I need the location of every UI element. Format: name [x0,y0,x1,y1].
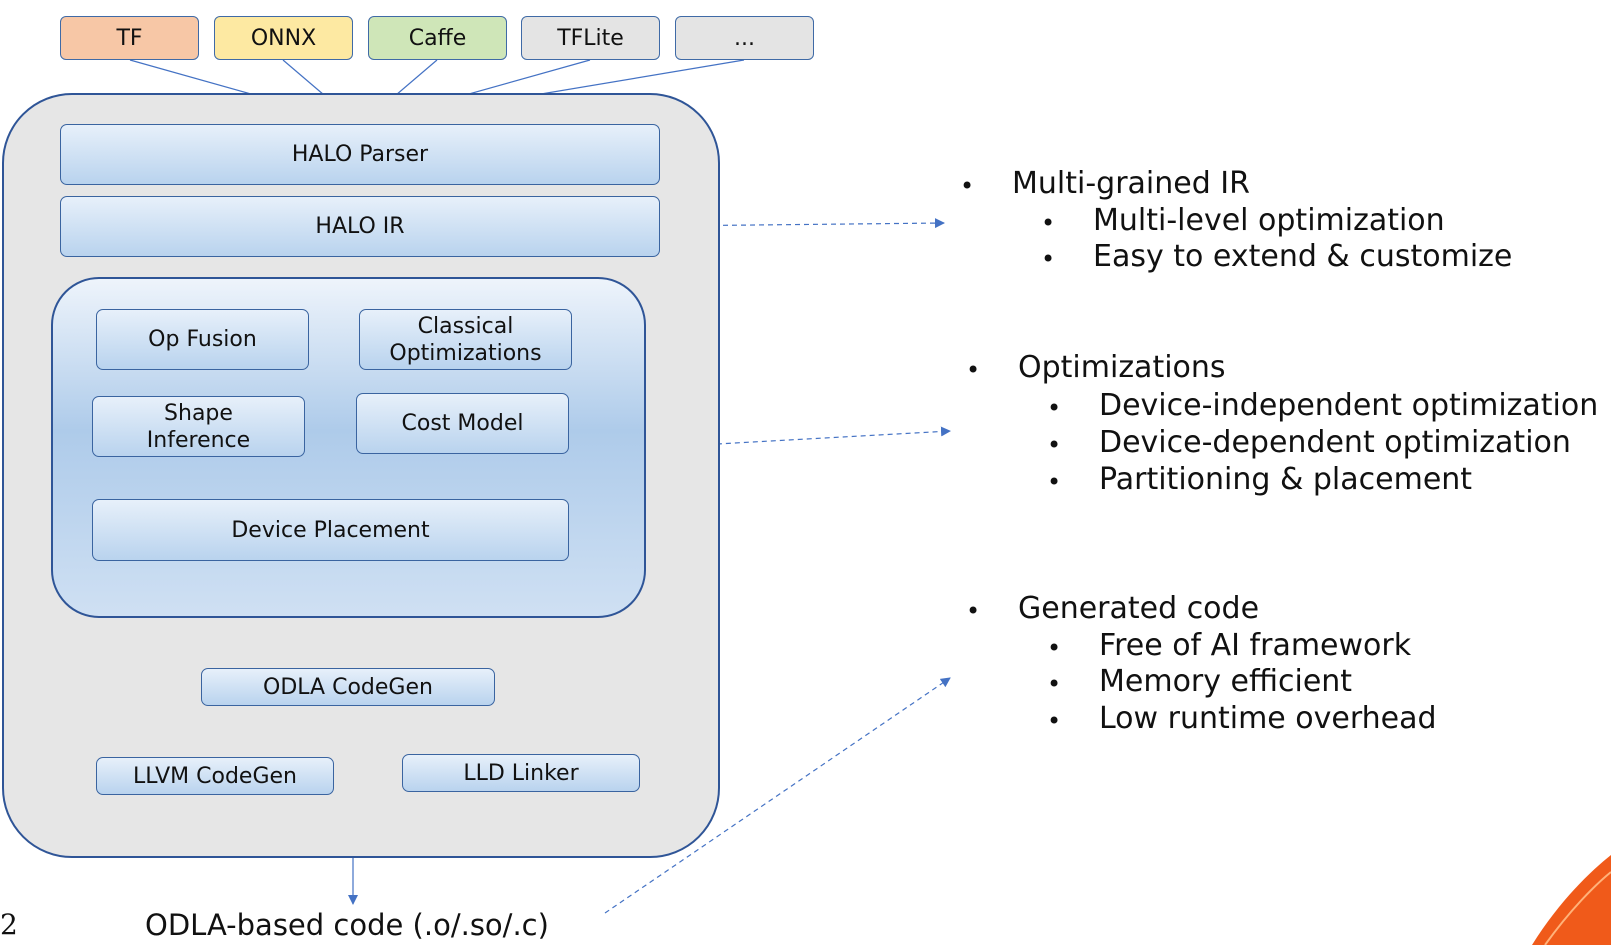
odla-codegen-box: ODLA CodeGen [201,668,495,706]
bullet: • [1041,245,1056,273]
accent-swoosh [1532,855,1611,945]
bullet: • [1047,634,1062,662]
note-title: Multi-grained IR [1012,166,1250,201]
bullet: • [966,356,981,384]
note-item: Multi-level optimization [1093,203,1445,238]
halo-ir-box: HALO IR [60,196,660,257]
framework-caffe: Caffe [368,16,507,60]
llvm-codegen-box: LLVM CodeGen [96,757,334,795]
note-item: Low runtime overhead [1099,701,1437,736]
classical-line-2: Optimizations [389,340,542,366]
bullet: • [1047,431,1062,459]
output-label: ODLA-based code (.o/.so/.c) [145,908,549,942]
bullet: • [1047,707,1062,735]
note-item: Device-independent optimization [1099,388,1599,423]
op-fusion-box: Op Fusion [96,309,309,370]
bullet: • [1047,394,1062,422]
bullet: • [960,172,975,200]
lld-linker-box: LLD Linker [402,754,640,792]
framework-tflite: TFLite [521,16,660,60]
framework-onnx: ONNX [214,16,353,60]
halo-parser-box: HALO Parser [60,124,660,185]
bullet: • [1047,468,1062,496]
note-item: Device-dependent optimization [1099,425,1571,460]
cost-model-box: Cost Model [356,393,569,454]
device-placement-box: Device Placement [92,499,569,561]
bullet: • [1047,670,1062,698]
note-item: Free of AI framework [1099,628,1412,663]
framework-more: ... [675,16,814,60]
classical-line-1: Classical [417,313,514,339]
shape-line-1: Shape [164,400,233,426]
bullet: • [966,597,981,625]
page-number: 2 [0,908,18,941]
shape-line-2: Inference [146,427,251,453]
framework-tf: TF [60,16,199,60]
note-title: Generated code [1018,591,1260,626]
note-title: Optimizations [1018,350,1226,385]
note-item: Partitioning & placement [1099,462,1473,497]
note-item: Memory efficient [1099,664,1353,699]
note-item: Easy to extend & customize [1093,239,1513,274]
bullet: • [1041,209,1056,237]
